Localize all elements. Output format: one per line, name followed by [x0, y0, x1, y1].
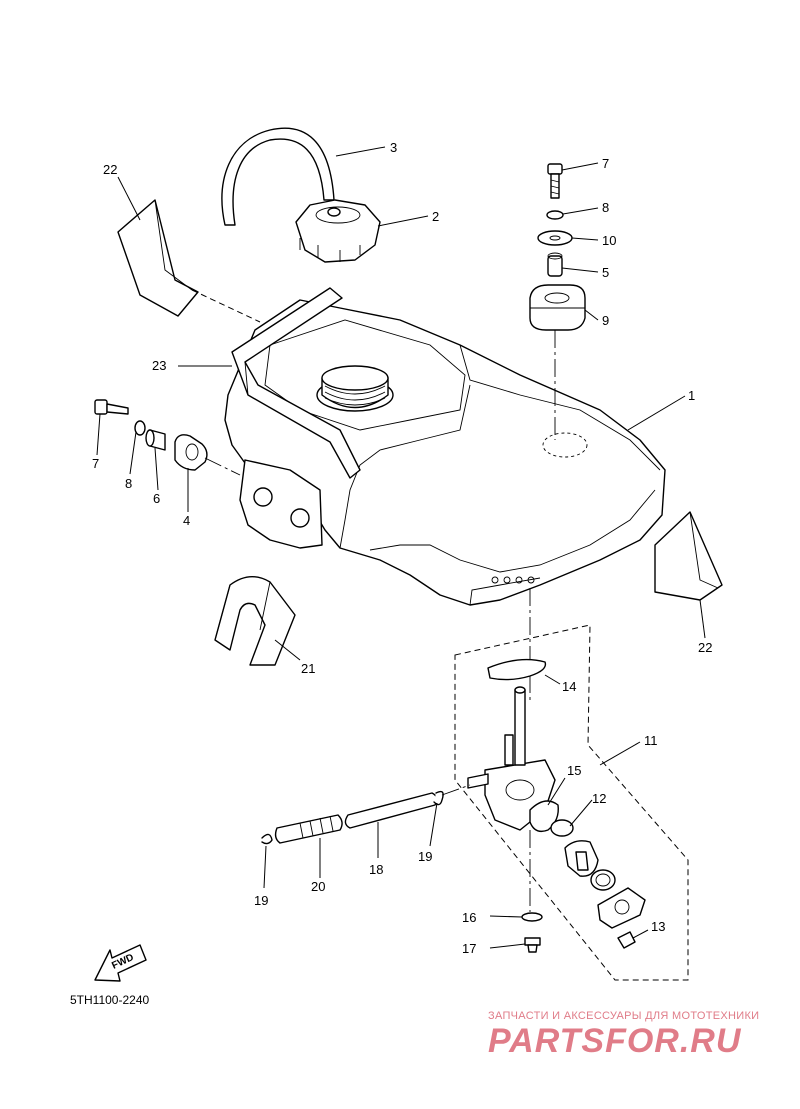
callout-6: 6 — [153, 491, 160, 506]
callout-22-bottom: 22 — [698, 640, 712, 655]
callout-13: 13 — [651, 919, 665, 934]
tank-handle — [231, 287, 361, 479]
callout-22-top: 22 — [103, 162, 117, 177]
right-mount-stack — [529, 163, 586, 440]
callout-19-left: 19 — [254, 893, 268, 908]
callout-5: 5 — [602, 265, 609, 280]
callout-2: 2 — [432, 209, 439, 224]
callout-4: 4 — [183, 513, 190, 528]
left-mount-stack — [94, 399, 241, 476]
fwd-arrow-icon: FWD — [94, 944, 147, 982]
callout-23: 23 — [152, 358, 166, 373]
callout-18: 18 — [369, 862, 383, 877]
rubber-pad — [214, 576, 296, 666]
fuel-cap — [295, 199, 381, 263]
watermark-logo-text: PARTSFOR.RU — [488, 1022, 742, 1060]
callout-15: 15 — [567, 763, 581, 778]
fuel-hose-parts — [261, 784, 471, 845]
callout-7-left: 7 — [92, 456, 99, 471]
callout-8-left: 8 — [125, 476, 132, 491]
drawing-code: 5TH1100-2240 — [70, 993, 150, 1007]
callout-numbers: 1 2 3 4 5 6 7 7 8 8 9 10 11 12 13 14 15 … — [92, 140, 712, 956]
callout-16: 16 — [462, 910, 476, 925]
callout-10: 10 — [602, 233, 616, 248]
tank-pad-left — [117, 199, 261, 323]
callout-8-right: 8 — [602, 200, 609, 215]
callout-3: 3 — [390, 140, 397, 155]
callout-17: 17 — [462, 941, 476, 956]
leader-lines — [96, 146, 706, 949]
tank-pad-right — [654, 511, 723, 601]
callout-1: 1 — [688, 388, 695, 403]
fuel-cock-assembly-box — [454, 588, 689, 981]
callout-7-right: 7 — [602, 156, 609, 171]
watermark-logo: PARTSFOR.RU — [488, 1022, 742, 1060]
callout-11: 11 — [644, 733, 658, 748]
callout-14: 14 — [562, 679, 576, 694]
callout-9: 9 — [602, 313, 609, 328]
callout-21: 21 — [301, 661, 315, 676]
callout-12: 12 — [592, 791, 606, 806]
callout-19-right: 19 — [418, 849, 432, 864]
watermark-tagline: ЗАПЧАСТИ И АКСЕССУАРЫ ДЛЯ МОТОТЕХНИКИ — [488, 1010, 760, 1022]
fuel-tank — [224, 299, 666, 606]
callout-20: 20 — [311, 879, 325, 894]
